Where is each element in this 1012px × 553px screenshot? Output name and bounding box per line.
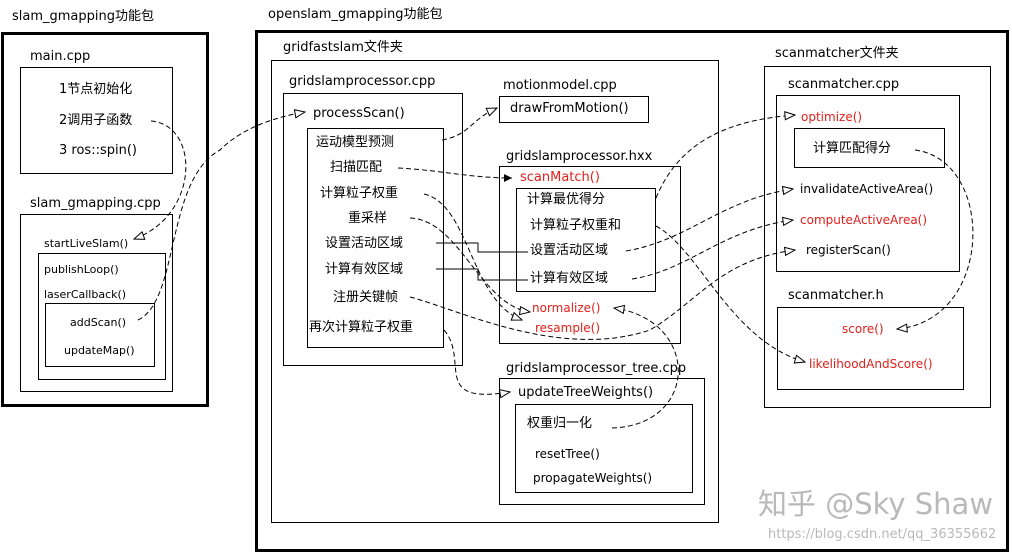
start-live-slam: startLiveSlam()	[44, 237, 129, 250]
score-fn: score()	[842, 322, 884, 336]
watermark-url: https://blog.csdn.net/qq_36355662	[768, 527, 997, 542]
link-validarea-to-computeactive	[631, 220, 793, 280]
update-tree-weights: updateTreeWeights()	[518, 385, 654, 400]
laser-callback-box	[45, 303, 155, 367]
step-scan-match: 扫描匹配	[330, 160, 383, 175]
step-register-keyframe: 注册关键帧	[333, 290, 399, 305]
step-motion-predict: 运动模型预测	[316, 135, 395, 150]
link-keyframe-to-registerscan	[409, 250, 795, 340]
scanmatcher-cpp-title: scanmatcher.cpp	[788, 77, 900, 92]
tree-cpp-box	[499, 378, 705, 505]
propagate-weights: propagateWeights()	[533, 471, 653, 485]
scanmatcher-title: scanmatcher文件夹	[775, 46, 899, 61]
tree-normalize: 权重归一化	[527, 416, 593, 431]
step-recompute-weight: 再次计算粒子权重	[309, 320, 414, 335]
tree-cpp-title: gridslamprocessor_tree.cpp	[506, 361, 687, 376]
reset-tree: resetTree()	[535, 447, 600, 461]
normalize-fn: normalize()	[532, 301, 601, 315]
invalidate-active-area: invalidateActiveArea()	[800, 182, 934, 196]
link-motion-to-drawfrommotion	[441, 108, 497, 141]
main-step-spin: 3 ros::spin()	[59, 143, 137, 158]
gridfastslam-folder-box	[271, 60, 719, 523]
compute-active-area: computeActiveArea()	[800, 213, 928, 227]
publish-loop: publishLoop()	[44, 263, 119, 276]
main-step-init: 1节点初始化	[59, 82, 133, 97]
hxx-best-score: 计算最优得分	[527, 192, 606, 207]
processor-hxx-box	[499, 166, 681, 344]
hxx-set-active-area: 设置活动区域	[530, 243, 609, 258]
link-weightsum-to-likelihood	[655, 225, 805, 362]
main-cpp-title: main.cpp	[30, 49, 91, 64]
likelihood-and-score-fn: likelihoodAndScore()	[809, 357, 933, 371]
update-map: updateMap()	[64, 344, 135, 357]
processor-cpp-box	[283, 93, 463, 366]
openslam-package-frame	[255, 30, 1009, 552]
link-call-to-startliveslam	[134, 120, 187, 239]
link-setactive-to-invalidate	[625, 189, 793, 252]
step-resample: 重采样	[348, 211, 388, 226]
link-resample-to-resample	[409, 217, 530, 312]
live-slam-box	[38, 253, 166, 380]
motionmodel-box	[499, 96, 649, 123]
link-set-active-area	[436, 242, 528, 253]
compute-match-score: 计算匹配得分	[813, 141, 892, 156]
scanmatcher-h-box	[777, 307, 964, 390]
slam-package-frame	[1, 32, 209, 407]
processor-cpp-title: gridslamprocessor.cpp	[289, 74, 436, 89]
motionmodel-title: motionmodel.cpp	[503, 78, 617, 93]
link-treenormalize-to-normalize	[611, 308, 679, 429]
process-scan-box	[307, 128, 444, 348]
watermark-brand: 知乎 @Sky Shaw	[758, 487, 994, 521]
link-scorecalc-to-score	[897, 149, 974, 329]
scan-match-box	[516, 188, 656, 292]
slam-gmapping-cpp-title: slam_gmapping.cpp	[30, 196, 161, 211]
link-addscan-to-processscan	[137, 112, 305, 321]
step-set-active-area: 设置活动区域	[325, 236, 404, 251]
laser-callback: laserCallback()	[44, 288, 127, 301]
register-scan: registerScan()	[806, 243, 891, 257]
main-step-call: 2调用子函数	[59, 113, 133, 128]
draw-from-motion: drawFromMotion()	[510, 101, 629, 116]
link-compute-valid-area	[436, 268, 528, 281]
optimize-fn: optimize()	[801, 110, 863, 124]
main-cpp-box	[20, 67, 173, 174]
link-bestscore-to-optimize	[655, 115, 795, 199]
slam-gmapping-cpp-box	[20, 214, 173, 392]
scanmatcher-h-title: scanmatcher.h	[788, 288, 884, 303]
openslam-package-title: openslam_gmapping功能包	[268, 7, 443, 22]
process-scan: processScan()	[313, 106, 405, 121]
link-weight-to-normalize	[423, 193, 522, 320]
scanmatcher-folder-box	[764, 66, 991, 408]
step-compute-valid-area: 计算有效区域	[325, 262, 404, 277]
scanmatcher-cpp-box	[776, 95, 960, 272]
processor-hxx-title: gridslamprocessor.hxx	[506, 149, 653, 164]
resample-fn: resample()	[535, 321, 601, 335]
gridfastslam-title: gridfastslam文件夹	[283, 40, 403, 55]
hxx-weight-sum: 计算粒子权重和	[530, 218, 622, 233]
link-recompute-to-updatetree	[443, 329, 510, 394]
scan-match-fn: scanMatch()	[520, 170, 600, 185]
update-tree-weights-box	[515, 404, 693, 493]
optimize-box	[794, 128, 945, 168]
hxx-compute-valid-area: 计算有效区域	[530, 271, 609, 286]
slam-package-title: slam_gmapping功能包	[12, 9, 155, 24]
step-compute-weight: 计算粒子权重	[320, 186, 399, 201]
add-scan: addScan()	[70, 316, 127, 329]
link-scan-to-scanmatch	[397, 167, 513, 182]
